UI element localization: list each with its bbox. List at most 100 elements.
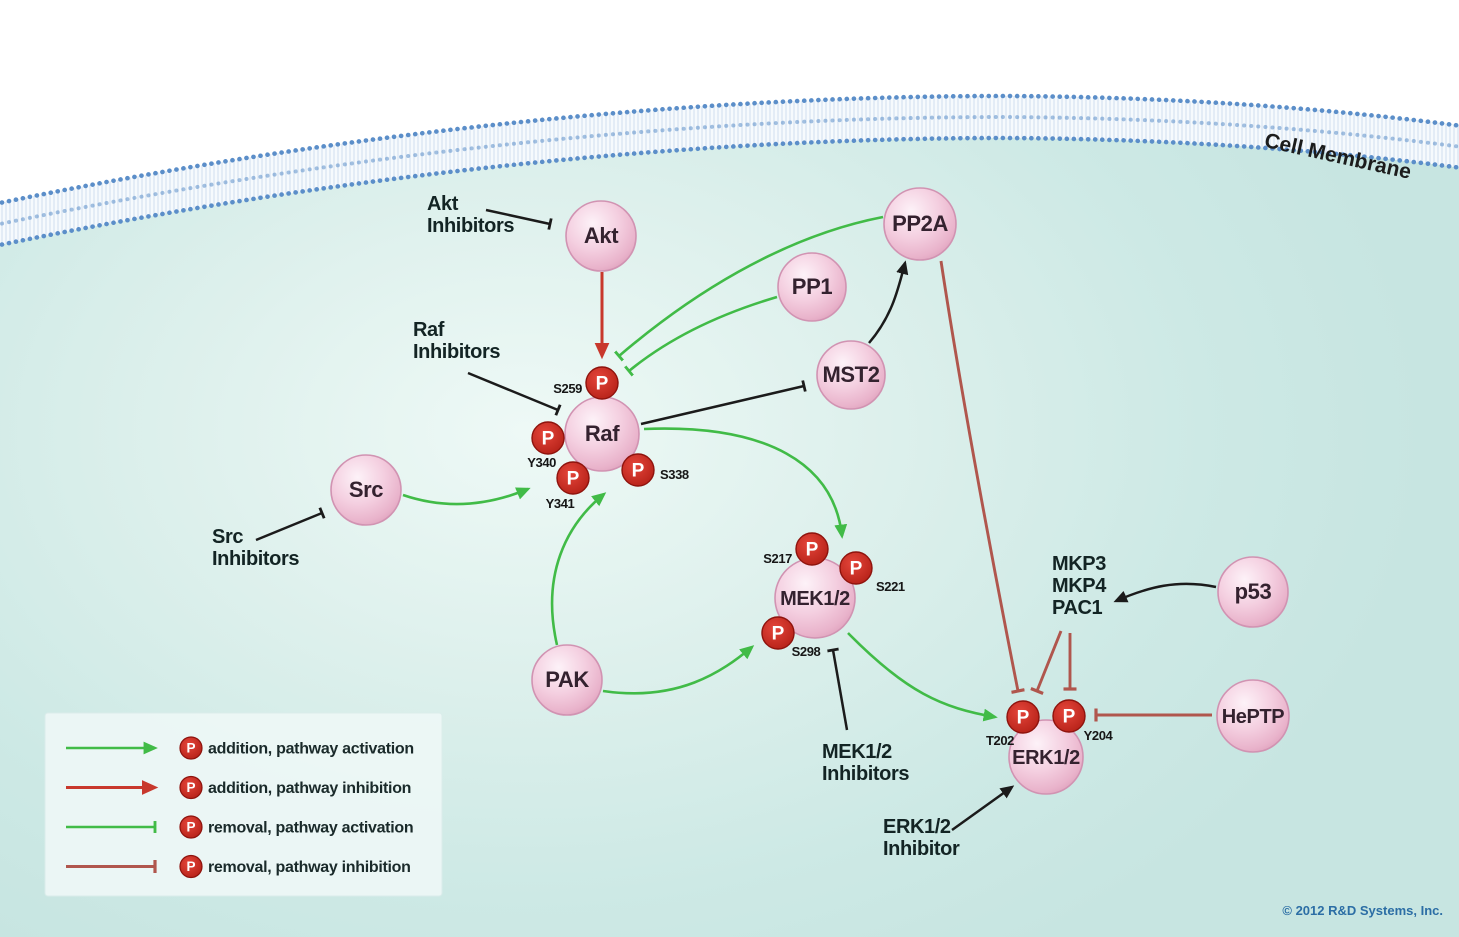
edge-mek-to-erk-t202	[847, 632, 998, 722]
phospho-letter: P	[1017, 708, 1030, 729]
node-label-heptp: HePTP	[1222, 706, 1285, 728]
legend-item-text: addition, pathway activation	[208, 741, 414, 758]
node-akt: Akt	[565, 200, 637, 272]
edge-raf-inhibitors-to-raf	[467, 371, 562, 416]
site-label-raf-y340: Y340	[527, 455, 556, 470]
node-circle-pak	[531, 644, 603, 716]
label-line: Inhibitors	[427, 215, 514, 237]
membrane-mid-heads	[0, 114, 1459, 227]
label-line: Src	[212, 526, 243, 548]
site-label-erk-t202: T202	[986, 733, 1014, 748]
phospho-circle-raf-y341	[556, 461, 590, 495]
legend-phospho-icon	[179, 736, 203, 760]
copyright-text: © 2012 R&D Systems, Inc.	[1282, 903, 1443, 918]
node-label-src: Src	[349, 477, 383, 502]
node-label-p53: p53	[1235, 579, 1272, 604]
node-pp1: PP1	[777, 252, 847, 322]
node-circle-heptp	[1216, 679, 1290, 753]
legend-background	[44, 712, 443, 897]
phospho-circle-mek-s221	[839, 551, 873, 585]
label-line: MKP3	[1052, 553, 1106, 575]
legend-phospho-letter: P	[186, 780, 195, 795]
phospho-circle-erk-t202	[1006, 700, 1040, 734]
node-circle-src	[330, 454, 402, 526]
phospho-letter: P	[1063, 707, 1076, 728]
edge-pp2a-to-raf-s259	[614, 215, 884, 362]
phospho-letter: P	[632, 461, 645, 482]
legend-phospho-letter: P	[186, 741, 195, 756]
edge-src-to-raf-y341	[402, 487, 531, 506]
edge-src-inhibitors-to-src	[255, 507, 326, 542]
phospho-letter: P	[806, 540, 819, 561]
site-label-mek-s221: S221	[876, 579, 905, 594]
node-pak: PAK	[531, 644, 603, 716]
legend-phospho-letter: P	[186, 859, 195, 874]
phospho-letter: P	[567, 469, 580, 490]
site-label-mek-s217: S217	[763, 551, 792, 566]
node-circle-mst2	[816, 340, 886, 410]
phospho-circle-raf-y340	[531, 421, 565, 455]
node-label-pp2a: PP2A	[892, 211, 948, 236]
node-label-pak: PAK	[545, 667, 589, 692]
node-label-pp1: PP1	[792, 274, 833, 299]
site-label-raf-s259: S259	[553, 381, 582, 396]
phospho-letter: P	[596, 374, 609, 395]
node-p53: p53	[1217, 556, 1289, 628]
edge-pp2a-to-erk-t202	[939, 260, 1025, 694]
node-mek12: MEK1/2	[774, 557, 856, 639]
label-line: MKP4	[1052, 575, 1107, 597]
phospho-letter: P	[542, 429, 555, 450]
legend-item-text: removal, pathway activation	[208, 820, 413, 837]
label-line: MEK1/2	[822, 741, 892, 763]
phospho-circle-erk-y204	[1052, 699, 1086, 733]
membrane-outer-heads	[0, 93, 1459, 206]
phospho-site-raf-y340: P Y340	[527, 421, 565, 470]
membrane-inner-heads	[0, 135, 1459, 248]
phospho-circle-mek-s298	[761, 616, 795, 650]
phospho-letter: P	[772, 624, 785, 645]
edge-pak-to-raf-s338	[550, 492, 607, 646]
edge-pp1-to-raf-s259	[624, 295, 778, 377]
legend-item-text: removal, pathway inhibition	[208, 859, 411, 876]
edge-mst2-to-pp2a	[868, 260, 909, 344]
label-line: Akt	[427, 193, 459, 215]
edge-pak-to-mek-s298	[602, 645, 755, 695]
phospho-site-mek-s217: P S217	[763, 532, 829, 566]
edge-akt-inhibitors-to-akt	[485, 208, 553, 230]
edge-p53-to-mkp	[1113, 582, 1217, 603]
phospho-circle-raf-s338	[621, 453, 655, 487]
node-label-akt: Akt	[584, 223, 619, 248]
node-erk12: ERK1/2	[1008, 719, 1084, 795]
legend-phospho-icon	[179, 854, 203, 879]
extracellular-space	[0, 0, 1459, 203]
phospho-circle-raf-s259	[585, 366, 619, 400]
legend-item-text: addition, pathway inhibition	[208, 780, 411, 797]
node-circle-pp1	[777, 252, 847, 322]
node-pp2a: PP2A	[883, 187, 957, 261]
label-line: ERK1/2	[883, 816, 951, 838]
node-mst2: MST2	[816, 340, 886, 410]
phospho-circle-mek-s217	[795, 532, 829, 566]
label-line: Raf	[413, 319, 445, 341]
